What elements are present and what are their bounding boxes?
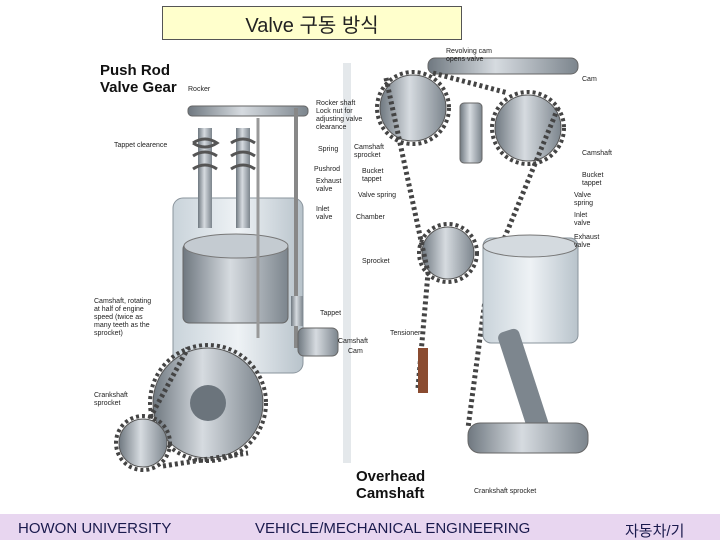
label-chamber: Chamber (356, 214, 385, 221)
engine-valve-diagram: Rocker Push Rod Valve Gear Tappet cleare… (88, 48, 640, 502)
label-valve-spring-right: Valve spring (574, 192, 594, 207)
label-bucket-tappet-right: Bucket tappet (582, 172, 604, 187)
label-inlet-valve: Inlet valve (316, 206, 333, 221)
ohc-engine-drawing (343, 57, 589, 463)
footer-university: HOWON UNIVERSITY (18, 520, 172, 537)
label-bucket-tappet-left: Bucket tappet (362, 168, 384, 183)
pushrod-heading: Push Rod Valve Gear (100, 62, 177, 96)
slide-title-text: Valve 구동 방식 (245, 14, 379, 37)
label-camshaft: Camshaft (338, 338, 368, 345)
label-ohc-camshaft: Camshaft (582, 150, 612, 157)
label-valve-spring: Valve spring (358, 192, 397, 199)
label-tappet: Tappet (320, 310, 342, 317)
label-exhaust-valve-right: Exhaust valve (574, 234, 600, 249)
label-exhaust-valve: Exhaust valve (316, 178, 342, 193)
label-camshaft-rotating: Camshaft, rotating at half of engine spe… (94, 298, 152, 337)
label-tensioner: Tensioner (390, 330, 421, 337)
label-rocker-shaft: Rocker shaft Lock nut for adjusting valv… (316, 100, 363, 131)
label-rocker: Rocker (188, 86, 211, 93)
ohc-heading: Overhead Camshaft (356, 468, 426, 502)
label-ohc-cam: Cam (582, 76, 597, 83)
pushrod-engine-drawing (114, 105, 339, 472)
footer-bar: HOWON UNIVERSITY VEHICLE/MECHANICAL ENGI… (0, 514, 720, 540)
footer-department: VEHICLE/MECHANICAL ENGINEERING (255, 520, 531, 537)
label-revolving-cam: Revolving cam opens valve (446, 48, 492, 63)
label-spring: Spring (318, 146, 339, 153)
label-inlet-valve-right: Inlet valve (574, 212, 591, 227)
label-camshaft-sprocket: Camshaft sprocket (354, 144, 384, 159)
footer-course: 자동차/기 (625, 523, 685, 540)
label-pushrod: Pushrod (314, 166, 341, 173)
engine-illustration: Rocker (114, 57, 589, 472)
label-crankshaft-sprocket-right: Crankshaft sprocket (474, 488, 537, 495)
label-tappet-clearence: Tappet clearence (114, 142, 168, 149)
slide-title: Valve 구동 방식 (162, 6, 462, 40)
label-sprocket: Sprocket (362, 258, 390, 265)
label-cam: Cam (348, 348, 363, 355)
label-crankshaft-sprocket: Crankshaft sprocket (94, 392, 128, 407)
